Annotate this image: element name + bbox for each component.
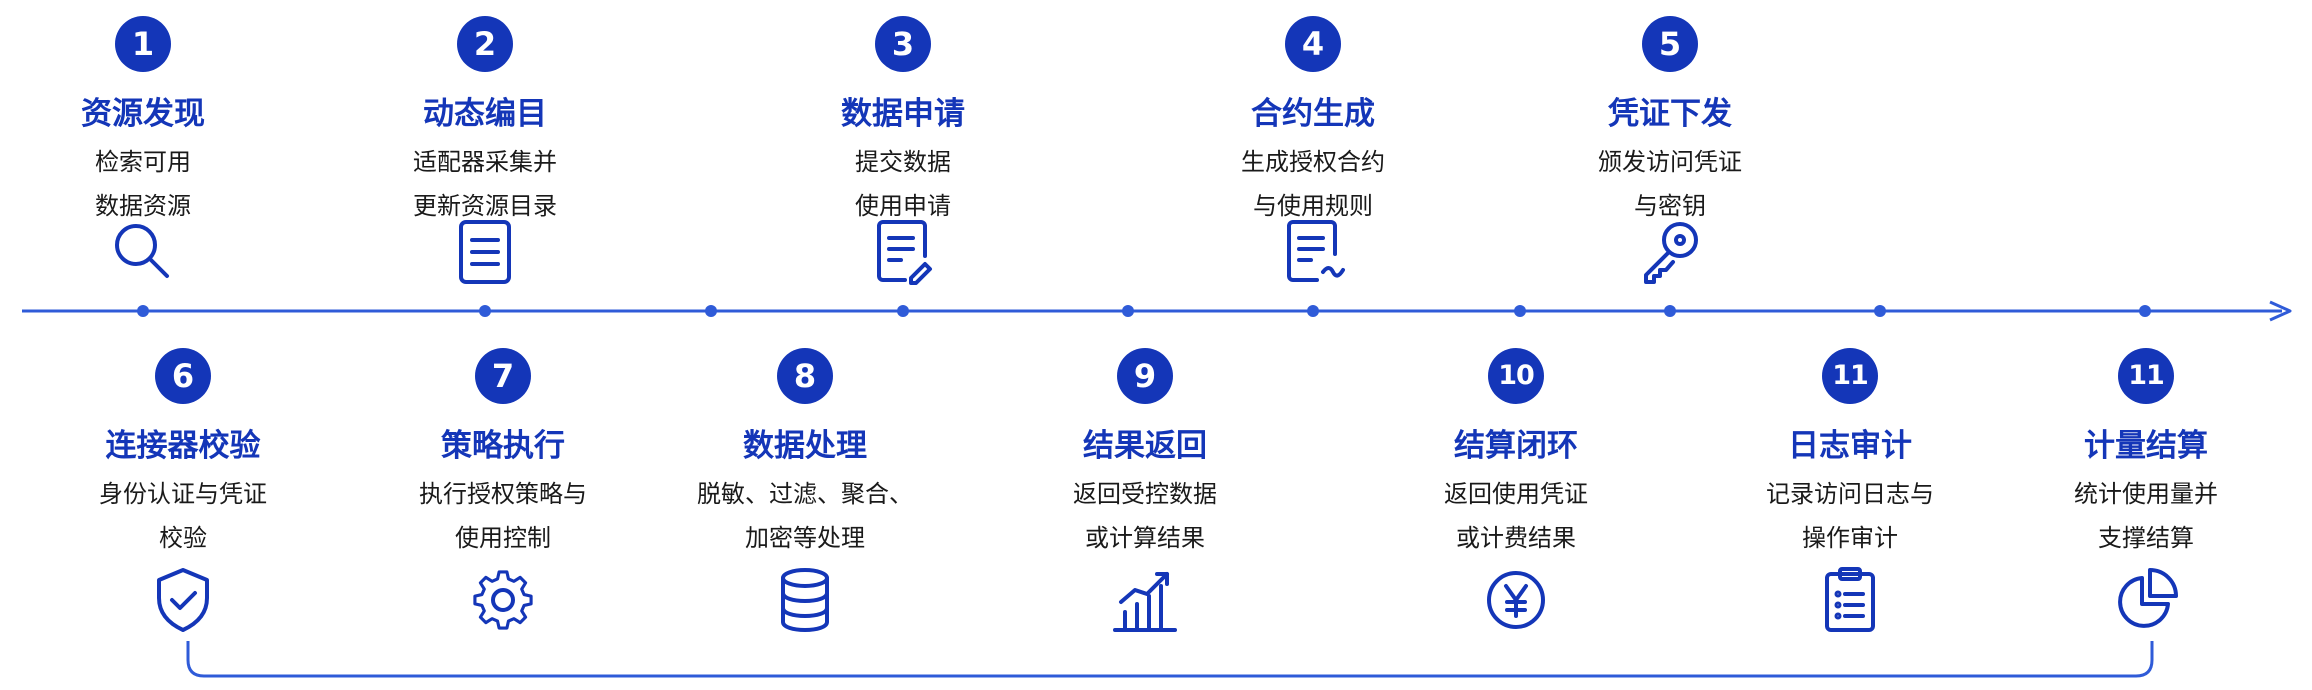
timeline-dots bbox=[137, 305, 2151, 317]
step-desc-line: 记录访问日志与 bbox=[1766, 480, 1934, 508]
application-form-icon bbox=[863, 212, 943, 292]
step-2: 2 动态编目 适配器采集并 更新资源目录 bbox=[335, 16, 635, 228]
step-title: 连接器校验 bbox=[105, 428, 261, 464]
timeline-dot bbox=[1514, 305, 1526, 317]
step-3: 3 数据申请 提交数据 使用申请 bbox=[753, 16, 1053, 228]
step-number-badge: 10 bbox=[1488, 348, 1544, 404]
step-desc-line: 适配器采集并 bbox=[413, 148, 557, 176]
step-10: 10 结算闭环 返回使用凭证 或计费结果 bbox=[1366, 348, 1666, 560]
step-desc-line: 脱敏、过滤、聚合、 bbox=[697, 480, 913, 508]
step-title: 数据处理 bbox=[743, 428, 867, 464]
step-desc: 身份认证与凭证 校验 bbox=[33, 472, 333, 560]
search-icon bbox=[103, 212, 183, 292]
step-desc: 提交数据 使用申请 bbox=[753, 140, 1053, 228]
step-desc: 记录访问日志与 操作审计 bbox=[1700, 472, 2000, 560]
step-5: 5 凭证下发 颁发访问凭证 与密钥 bbox=[1520, 16, 1820, 228]
step-desc-line: 使用控制 bbox=[455, 524, 551, 552]
contract-icon bbox=[1273, 212, 1353, 292]
loop-bracket bbox=[186, 641, 2154, 678]
clipboard-icon bbox=[1810, 560, 1890, 640]
timeline-dot bbox=[705, 305, 717, 317]
database-icon bbox=[765, 560, 845, 640]
step-7: 7 策略执行 执行授权策略与 使用控制 bbox=[353, 348, 653, 560]
step-number-badge: 8 bbox=[777, 348, 833, 404]
step-number-badge: 2 bbox=[457, 16, 513, 72]
step-11-metering: 11 计量结算 统计使用量并 支撑结算 bbox=[1996, 348, 2296, 560]
step-desc-line: 身份认证与凭证 bbox=[99, 480, 267, 508]
step-desc: 返回受控数据 或计算结果 bbox=[995, 472, 1295, 560]
timeline-dot bbox=[2139, 305, 2151, 317]
step-desc-line: 或计费结果 bbox=[1456, 524, 1576, 552]
step-number-badge: 1 bbox=[115, 16, 171, 72]
step-title: 策略执行 bbox=[441, 428, 565, 464]
step-desc-line: 或计算结果 bbox=[1085, 524, 1205, 552]
bar-chart-icon bbox=[1105, 560, 1185, 640]
step-desc-line: 提交数据 bbox=[855, 148, 951, 176]
timeline-dot bbox=[1307, 305, 1319, 317]
step-8: 8 数据处理 脱敏、过滤、聚合、 加密等处理 bbox=[655, 348, 955, 560]
step-desc-line: 返回使用凭证 bbox=[1444, 480, 1588, 508]
step-title: 凭证下发 bbox=[1608, 96, 1732, 132]
step-desc-line: 使用申请 bbox=[855, 192, 951, 220]
step-number-badge: 7 bbox=[475, 348, 531, 404]
timeline-arrowhead bbox=[2269, 300, 2292, 322]
step-desc-line: 校验 bbox=[159, 524, 207, 552]
step-11-audit: 11 日志审计 记录访问日志与 操作审计 bbox=[1700, 348, 2000, 560]
step-number-badge: 11 bbox=[2118, 348, 2174, 404]
step-number-badge: 5 bbox=[1642, 16, 1698, 72]
step-desc: 执行授权策略与 使用控制 bbox=[353, 472, 653, 560]
step-desc-line: 与密钥 bbox=[1634, 192, 1706, 220]
step-title: 合约生成 bbox=[1251, 96, 1375, 132]
key-icon bbox=[1630, 212, 1710, 292]
step-desc-line: 更新资源目录 bbox=[413, 192, 557, 220]
step-desc: 生成授权合约 与使用规则 bbox=[1163, 140, 1463, 228]
step-desc-line: 与使用规则 bbox=[1253, 192, 1373, 220]
step-4: 4 合约生成 生成授权合约 与使用规则 bbox=[1163, 16, 1463, 228]
step-number-badge: 3 bbox=[875, 16, 931, 72]
document-list-icon bbox=[445, 212, 525, 292]
step-desc: 统计使用量并 支撑结算 bbox=[1996, 472, 2296, 560]
step-number-badge: 11 bbox=[1822, 348, 1878, 404]
step-desc-line: 支撑结算 bbox=[2098, 524, 2194, 552]
timeline-dot bbox=[897, 305, 909, 317]
step-title: 结果返回 bbox=[1083, 428, 1207, 464]
step-desc-line: 统计使用量并 bbox=[2074, 480, 2218, 508]
step-desc-line: 操作审计 bbox=[1802, 524, 1898, 552]
timeline-dot bbox=[1122, 305, 1134, 317]
step-desc: 返回使用凭证 或计费结果 bbox=[1366, 472, 1666, 560]
step-title: 计量结算 bbox=[2084, 428, 2208, 464]
step-title: 动态编目 bbox=[423, 96, 547, 132]
step-desc-line: 检索可用 bbox=[95, 148, 191, 176]
timeline-dot bbox=[137, 305, 149, 317]
step-9: 9 结果返回 返回受控数据 或计算结果 bbox=[995, 348, 1295, 560]
step-1: 1 资源发现 检索可用 数据资源 bbox=[0, 16, 293, 228]
step-desc-line: 数据资源 bbox=[95, 192, 191, 220]
step-desc-line: 加密等处理 bbox=[745, 524, 865, 552]
shield-check-icon bbox=[143, 560, 223, 640]
step-desc-line: 颁发访问凭证 bbox=[1598, 148, 1742, 176]
timeline-dot bbox=[1874, 305, 1886, 317]
step-number-badge: 4 bbox=[1285, 16, 1341, 72]
step-title: 结算闭环 bbox=[1454, 428, 1578, 464]
step-desc: 颁发访问凭证 与密钥 bbox=[1520, 140, 1820, 228]
timeline-dot bbox=[479, 305, 491, 317]
step-desc: 适配器采集并 更新资源目录 bbox=[335, 140, 635, 228]
step-title: 日志审计 bbox=[1788, 428, 1912, 464]
step-desc-line: 返回受控数据 bbox=[1073, 480, 1217, 508]
step-desc-line: 执行授权策略与 bbox=[419, 480, 587, 508]
gear-icon bbox=[463, 560, 543, 640]
timeline-dot bbox=[1664, 305, 1676, 317]
step-desc: 检索可用 数据资源 bbox=[0, 140, 293, 228]
step-desc: 脱敏、过滤、聚合、 加密等处理 bbox=[655, 472, 955, 560]
step-number-badge: 9 bbox=[1117, 348, 1173, 404]
pie-chart-icon bbox=[2106, 560, 2186, 640]
yen-icon bbox=[1476, 560, 1556, 640]
step-title: 资源发现 bbox=[81, 96, 205, 132]
step-title: 数据申请 bbox=[841, 96, 965, 132]
step-desc-line: 生成授权合约 bbox=[1241, 148, 1385, 176]
step-6: 6 连接器校验 身份认证与凭证 校验 bbox=[33, 348, 333, 560]
step-number-badge: 6 bbox=[155, 348, 211, 404]
